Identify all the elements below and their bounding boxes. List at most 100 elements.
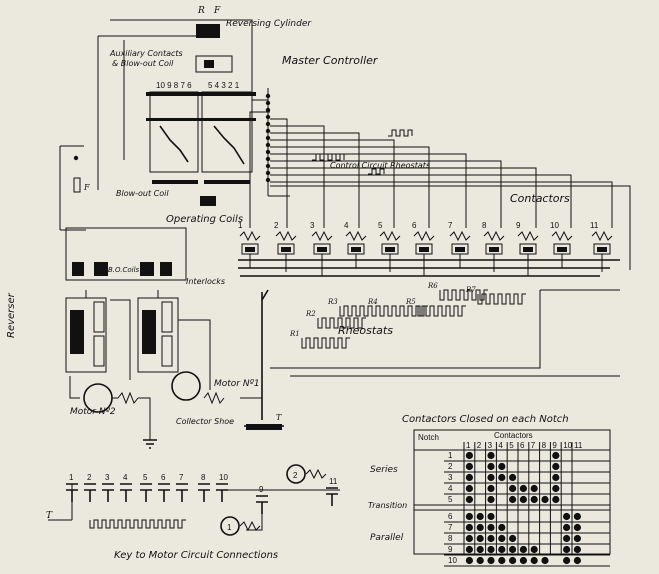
table-group-series: Series bbox=[370, 465, 398, 475]
motor-2-label: Motor Nº2 bbox=[70, 407, 116, 417]
operating-coils-label: Operating Coils bbox=[166, 214, 243, 225]
contactor-tip bbox=[281, 247, 291, 252]
reverser-contact bbox=[72, 262, 84, 276]
table-closed-dot bbox=[541, 556, 549, 565]
table-transition-lines bbox=[414, 504, 610, 511]
table-closed-dot bbox=[476, 556, 484, 565]
reverse-mark: R bbox=[197, 6, 205, 16]
table-col-number: 3 bbox=[488, 441, 493, 450]
table-contactors-header: Contactors bbox=[494, 431, 533, 440]
cylinder-segments bbox=[159, 125, 245, 165]
table-closed-dot bbox=[487, 473, 495, 482]
key-contactor bbox=[326, 487, 338, 506]
table-closed-dot bbox=[519, 495, 528, 504]
table-closed-dot bbox=[573, 534, 582, 543]
table-closed-dot bbox=[498, 534, 506, 543]
blowout-coil bbox=[200, 196, 216, 206]
key-contactor bbox=[198, 483, 210, 502]
contactor-coil bbox=[275, 230, 297, 242]
contactor-number: 5 bbox=[378, 221, 383, 230]
table-closed-dot bbox=[552, 484, 560, 493]
drum-contact bbox=[70, 310, 84, 354]
key-motor-2-label: 2 bbox=[293, 471, 298, 480]
table-closed-dot bbox=[487, 512, 495, 521]
table-col-number: 7 bbox=[531, 441, 536, 450]
contactor-number: 3 bbox=[310, 221, 315, 230]
table-closed-dot bbox=[465, 556, 473, 565]
contactor-tip bbox=[455, 247, 465, 252]
table-closed-dot bbox=[573, 556, 582, 565]
contactor-buses bbox=[238, 259, 620, 277]
contactor-tip bbox=[489, 247, 499, 252]
table-closed-dot bbox=[508, 484, 517, 493]
key-contactor bbox=[216, 483, 228, 502]
contactor-number: 9 bbox=[516, 221, 521, 230]
reverser-contact bbox=[94, 262, 108, 276]
table-closed-dot bbox=[508, 495, 517, 504]
table-closed-dot bbox=[573, 523, 582, 532]
contactor-coil bbox=[239, 230, 261, 242]
aux-contacts-label: Auxiliary Contacts bbox=[109, 49, 183, 58]
control-wire bbox=[270, 125, 325, 228]
key-fields bbox=[239, 468, 327, 532]
key-contactor-number: 8 bbox=[201, 473, 206, 482]
trolley-mark: T bbox=[276, 413, 282, 422]
table-closed-dot bbox=[498, 473, 506, 482]
table-closed-dot bbox=[476, 545, 484, 554]
aux-blowout-label: & Blow-out Coil bbox=[112, 59, 174, 68]
rheostat-resistor bbox=[339, 305, 388, 317]
control-rheostat bbox=[368, 168, 385, 175]
control-wire bbox=[270, 167, 537, 228]
contactor-number: 11 bbox=[590, 221, 599, 230]
control-wire bbox=[270, 118, 288, 228]
key-contactor bbox=[102, 483, 114, 502]
contactor-coil bbox=[483, 230, 505, 242]
table-closed-dot bbox=[530, 545, 538, 554]
control-rheostat bbox=[388, 129, 413, 137]
contactor-number: 10 bbox=[550, 221, 559, 230]
table-closed-dot bbox=[530, 484, 538, 493]
contactor-number: 8 bbox=[482, 221, 487, 230]
key-motor-1-label: 1 bbox=[227, 523, 232, 532]
table-closed-dot bbox=[519, 484, 528, 493]
cylinder-left bbox=[149, 91, 199, 173]
bo-coils-label: B.O.Coils bbox=[108, 266, 140, 274]
key-contactor-number: 3 bbox=[105, 473, 110, 482]
table-closed-dot bbox=[573, 545, 582, 554]
table-closed-dot bbox=[465, 462, 473, 471]
key-motor-1 bbox=[220, 516, 240, 536]
key-contactor bbox=[158, 483, 170, 502]
control-wire bbox=[249, 111, 270, 228]
control-return bbox=[270, 185, 631, 270]
table-closed-dot bbox=[498, 523, 506, 532]
control-wire bbox=[270, 132, 360, 228]
table-closed-dot bbox=[573, 512, 582, 521]
cyl-bar bbox=[146, 92, 202, 96]
drum-contact bbox=[142, 310, 156, 354]
table-frame bbox=[413, 429, 611, 555]
table-col-number: 11 bbox=[574, 441, 583, 450]
table-closed-dot bbox=[552, 462, 560, 471]
rheostat-resistor bbox=[379, 305, 428, 317]
table-closed-dot bbox=[552, 495, 560, 504]
drum-finger bbox=[161, 301, 173, 333]
contactor-coil bbox=[517, 230, 539, 242]
table-closed-dot bbox=[552, 473, 560, 482]
table-closed-dot bbox=[530, 556, 538, 565]
table-notch-number: 1 bbox=[448, 451, 453, 460]
contactor-number: 1 bbox=[238, 221, 243, 230]
table-closed-dot bbox=[519, 556, 528, 565]
table-closed-dot bbox=[508, 556, 517, 565]
fuse-mark: F bbox=[83, 183, 90, 192]
table-closed-dot bbox=[552, 451, 560, 460]
table-closed-dot bbox=[487, 556, 495, 565]
contactor-tip bbox=[245, 247, 255, 252]
contactor-coil bbox=[345, 230, 367, 242]
contactor-tip bbox=[385, 247, 395, 252]
key-contactor-number: 2 bbox=[87, 473, 92, 482]
key-contactor bbox=[120, 483, 132, 502]
control-rheostats-label: Control Circuit Rheostats bbox=[330, 161, 430, 170]
reverser-frame bbox=[65, 227, 187, 281]
